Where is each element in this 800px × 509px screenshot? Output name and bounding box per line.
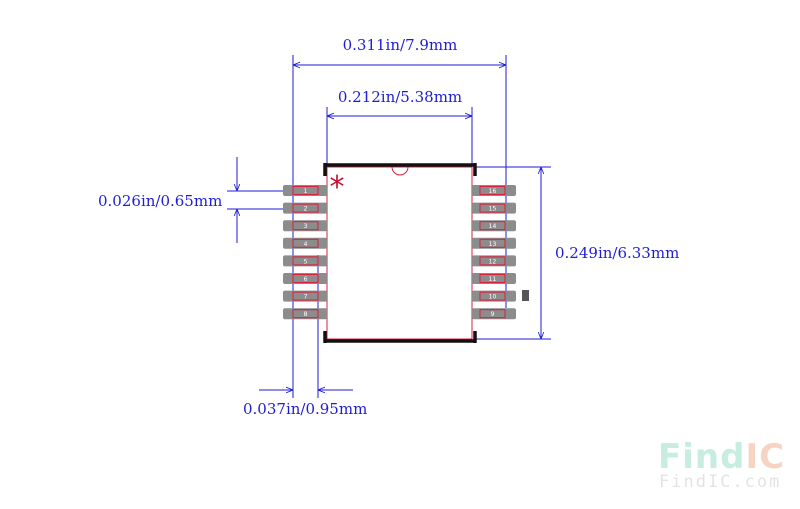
pad-outline — [292, 274, 319, 283]
pad-7: 7 — [283, 290, 327, 302]
pin-number: 15 — [489, 206, 497, 213]
pad-body — [283, 273, 327, 284]
pin-number: 1 — [304, 188, 308, 195]
pin1-notch — [391, 166, 409, 176]
logo-ic: IC — [745, 437, 785, 477]
pad-8: 8 — [283, 308, 327, 320]
pad-6: 6 — [283, 273, 327, 284]
pin-number: 6 — [304, 276, 308, 283]
overall-width-label: 0.311in/7.9mm — [343, 36, 458, 54]
pad-16: 16 — [472, 185, 516, 196]
pad-outline — [479, 309, 506, 319]
pad-body — [283, 290, 327, 302]
pad-outline — [479, 221, 506, 231]
pad-outline — [479, 274, 506, 283]
pin1-marker: * — [330, 170, 345, 205]
package-body — [323, 163, 477, 343]
pin-number: 11 — [489, 276, 497, 283]
pad-1: 1 — [283, 185, 327, 196]
pad-outline — [479, 186, 506, 195]
pad-5: 5 — [283, 255, 327, 267]
pin-number: 10 — [489, 294, 497, 301]
pad-body — [283, 220, 327, 232]
pad-outline — [292, 291, 319, 301]
body-width-label: 0.212in/5.38mm — [338, 88, 462, 106]
pin-number: 5 — [304, 258, 308, 265]
pad-outline — [292, 203, 319, 213]
pad-body — [283, 202, 327, 214]
pad-14: 14 — [472, 220, 516, 232]
pad-9: 9 — [472, 308, 516, 320]
pad-3: 3 — [283, 220, 327, 232]
pad-13: 13 — [472, 237, 516, 249]
pin-number: 7 — [304, 294, 308, 301]
pad-11: 11 — [472, 273, 516, 284]
logo-text: FindIC — [658, 437, 785, 477]
right-pads: 16 15 14 13 12 11 10 9 — [472, 185, 516, 320]
pad-outline — [479, 238, 506, 248]
logo-find: Find — [658, 437, 745, 477]
pad-15: 15 — [472, 202, 516, 214]
pin-number: 4 — [304, 241, 308, 248]
pad-12: 12 — [472, 255, 516, 267]
body-length-label: 0.249in/6.33mm — [555, 244, 679, 262]
pad-outline — [479, 203, 506, 213]
pad-outline — [292, 186, 319, 195]
orientation-mark — [522, 290, 529, 301]
pad-width-label: 0.037in/0.95mm — [243, 400, 367, 418]
pad-10: 10 — [472, 290, 516, 302]
pin-number: 3 — [304, 223, 308, 230]
pin-pitch-label: 0.026in/0.65mm — [98, 192, 222, 210]
pin-number: 8 — [304, 311, 308, 318]
pad-body — [283, 237, 327, 249]
pad-body — [283, 185, 327, 196]
pad-outline — [292, 309, 319, 319]
left-pads: 1 2 3 4 5 6 7 8 — [283, 185, 327, 320]
pin-number: 13 — [489, 241, 497, 248]
pad-outline — [292, 256, 319, 266]
dimension-lines — [227, 55, 551, 398]
pin-number: 12 — [489, 258, 497, 265]
pad-4: 4 — [283, 237, 327, 249]
pin-number: 16 — [489, 188, 497, 195]
pad-outline — [292, 221, 319, 231]
logo-url: FindIC.com — [659, 472, 781, 492]
pin-number: 2 — [304, 206, 308, 213]
pin-number: 14 — [489, 223, 497, 230]
pad-body — [283, 308, 327, 320]
pad-body — [283, 255, 327, 267]
pad-2: 2 — [283, 202, 327, 214]
pad-outline — [479, 291, 506, 301]
pad-outline — [479, 256, 506, 266]
findic-logo: FindIC FindIC.com — [658, 437, 785, 492]
pin-number: 9 — [491, 311, 495, 318]
pad-outline — [292, 238, 319, 248]
